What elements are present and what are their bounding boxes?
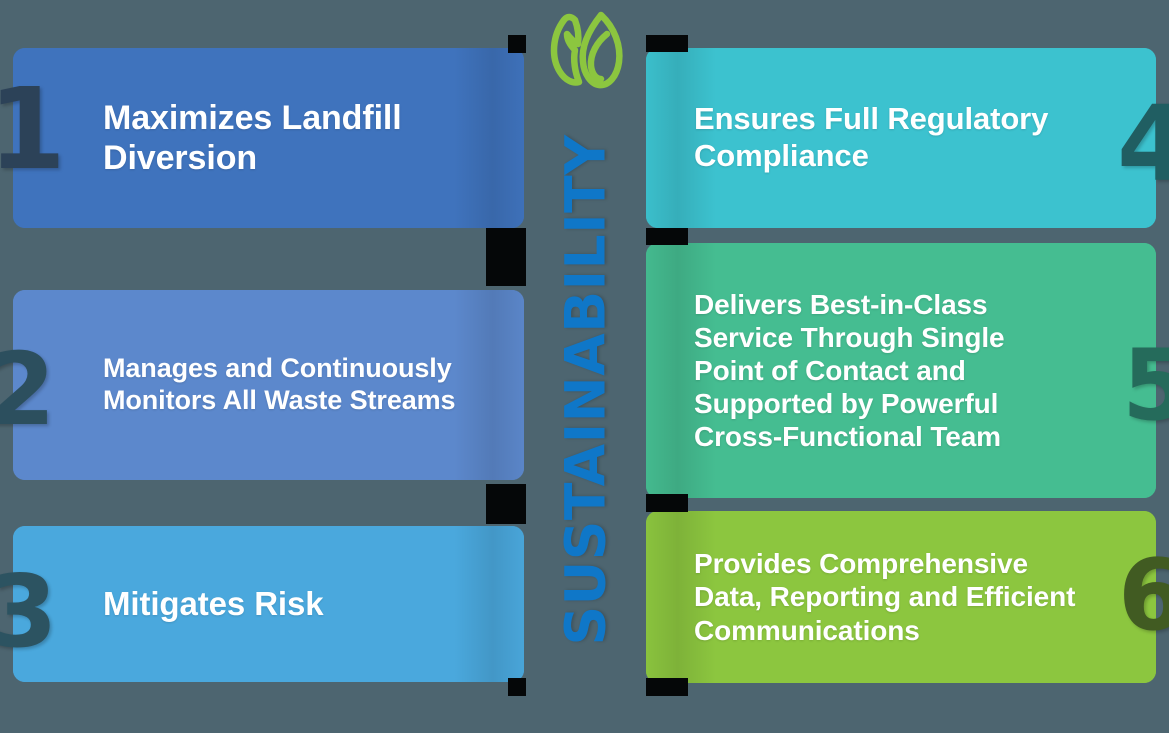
notch-mid-lower-left <box>486 484 526 524</box>
card-label-1: Maximizes Landfill Diversion <box>103 98 402 177</box>
card-label-6: Provides Comprehensive Data, Reporting a… <box>694 548 1076 646</box>
notch-mid-lower-right <box>646 494 688 512</box>
card-surface <box>646 511 1156 683</box>
card-label-3: Mitigates Risk <box>103 584 324 622</box>
benefit-card-3[interactable]: Mitigates Risk <box>13 526 524 682</box>
leaf-logo <box>545 6 625 92</box>
notch-top-right <box>646 35 688 52</box>
card-shading <box>454 526 524 682</box>
notch-bottom-right <box>646 678 688 696</box>
notch-top-left <box>508 35 526 53</box>
card-label-5: Delivers Best-in-Class Service Through S… <box>694 288 1005 453</box>
benefit-card-1[interactable]: Maximizes Landfill Diversion <box>13 48 524 228</box>
benefit-card-2[interactable]: Manages and Continuously Monitors All Wa… <box>13 290 524 480</box>
card-label-2: Manages and Continuously Monitors All Wa… <box>103 353 456 415</box>
card-label-4: Ensures Full Regulatory Compliance <box>694 101 1049 173</box>
notch-mid-upper-left <box>486 228 526 286</box>
notch-mid-upper-right <box>646 228 688 245</box>
vertical-title-wrap: SUSTAINABILITY <box>523 0 647 733</box>
benefit-card-6[interactable]: Provides Comprehensive Data, Reporting a… <box>646 511 1156 683</box>
sustainability-title: SUSTAINABILITY <box>553 134 617 645</box>
center-column: SUSTAINABILITY <box>523 0 647 733</box>
notch-bottom-left <box>508 678 526 696</box>
benefit-card-4[interactable]: Ensures Full Regulatory Compliance <box>646 48 1156 228</box>
benefit-card-5[interactable]: Delivers Best-in-Class Service Through S… <box>646 243 1156 498</box>
